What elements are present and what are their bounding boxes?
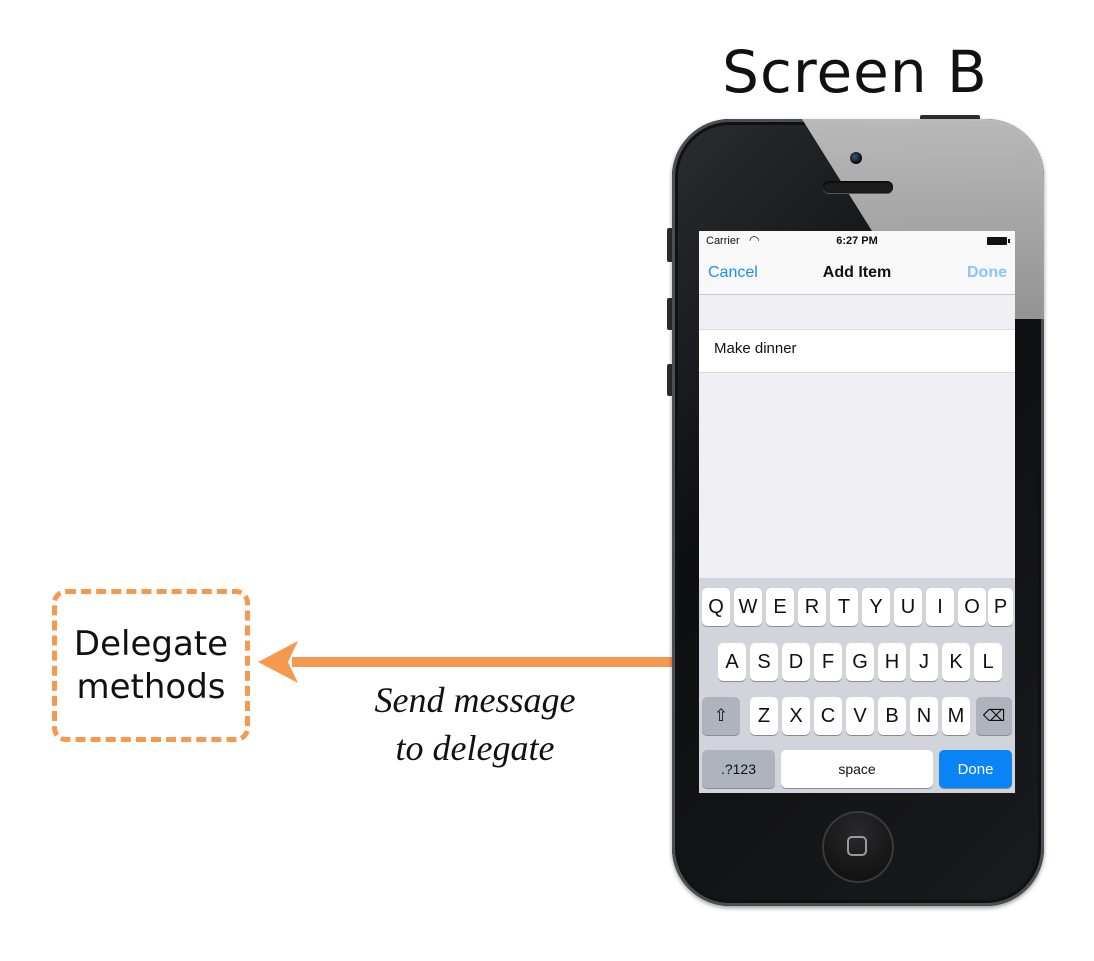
key-s[interactable]: S [750, 643, 778, 681]
key-l[interactable]: L [974, 643, 1002, 681]
cancel-button[interactable]: Cancel [708, 264, 758, 281]
shift-icon: ⇧ [713, 706, 729, 725]
arrow-label-line-1: Send message [374, 680, 576, 720]
delegate-methods-box: Delegate methods [52, 589, 250, 742]
arrow-label-line-2: to delegate [395, 728, 555, 768]
key-q[interactable]: Q [702, 588, 730, 626]
key-h[interactable]: H [878, 643, 906, 681]
earpiece-speaker [823, 181, 893, 193]
carrier-label: Carrier [706, 235, 740, 247]
shift-key[interactable]: ⇧ [702, 697, 740, 735]
key-w[interactable]: W [734, 588, 762, 626]
key-y[interactable]: Y [862, 588, 890, 626]
home-button-icon [847, 836, 867, 856]
key-d[interactable]: D [782, 643, 810, 681]
arrow-label: Send message to delegate [345, 676, 605, 772]
key-x[interactable]: X [782, 697, 810, 735]
delete-key[interactable]: ⌫ [976, 697, 1012, 735]
key-n[interactable]: N [910, 697, 938, 735]
screen-label: Screen B [722, 38, 988, 106]
phone-screen: Carrier ◠ 6:27 PM Cancel Add Item Done Q… [699, 231, 1015, 793]
key-t[interactable]: T [830, 588, 858, 626]
key-z[interactable]: Z [750, 697, 778, 735]
nav-title: Add Item [822, 264, 892, 281]
key-e[interactable]: E [766, 588, 794, 626]
key-m[interactable]: M [942, 697, 970, 735]
key-i[interactable]: I [926, 588, 954, 626]
delete-icon: ⌫ [982, 708, 1006, 725]
item-name-field[interactable] [714, 340, 994, 357]
navigation-bar: Cancel Add Item Done [699, 251, 1015, 295]
item-text-cell [699, 329, 1015, 373]
volume-down-button [667, 364, 673, 396]
key-r[interactable]: R [798, 588, 826, 626]
key-k[interactable]: K [942, 643, 970, 681]
keyboard: Q W E R T Y U I O P A S D F G H J K L ⇧ … [699, 578, 1015, 793]
key-j[interactable]: J [910, 643, 938, 681]
status-time: 6:27 PM [836, 235, 878, 247]
home-button[interactable] [822, 811, 894, 883]
keyboard-done-key[interactable]: Done [939, 750, 1012, 788]
key-u[interactable]: U [894, 588, 922, 626]
delegate-methods-label: Delegate methods [73, 623, 229, 707]
silent-switch [667, 228, 673, 262]
key-o[interactable]: O [958, 588, 986, 626]
message-arrow-head [258, 641, 298, 683]
key-a[interactable]: A [718, 643, 746, 681]
power-button [920, 115, 980, 121]
front-camera [850, 152, 862, 164]
numbers-key[interactable]: .?123 [702, 750, 775, 788]
key-g[interactable]: G [846, 643, 874, 681]
battery-icon [987, 237, 1010, 245]
key-b[interactable]: B [878, 697, 906, 735]
done-button[interactable]: Done [967, 264, 1007, 281]
key-p[interactable]: P [988, 588, 1013, 626]
key-c[interactable]: C [814, 697, 842, 735]
space-key[interactable]: space [781, 750, 933, 788]
wifi-icon: ◠ [749, 233, 760, 247]
volume-up-button [667, 298, 673, 330]
key-v[interactable]: V [846, 697, 874, 735]
status-bar: Carrier ◠ 6:27 PM [699, 231, 1015, 251]
key-f[interactable]: F [814, 643, 842, 681]
